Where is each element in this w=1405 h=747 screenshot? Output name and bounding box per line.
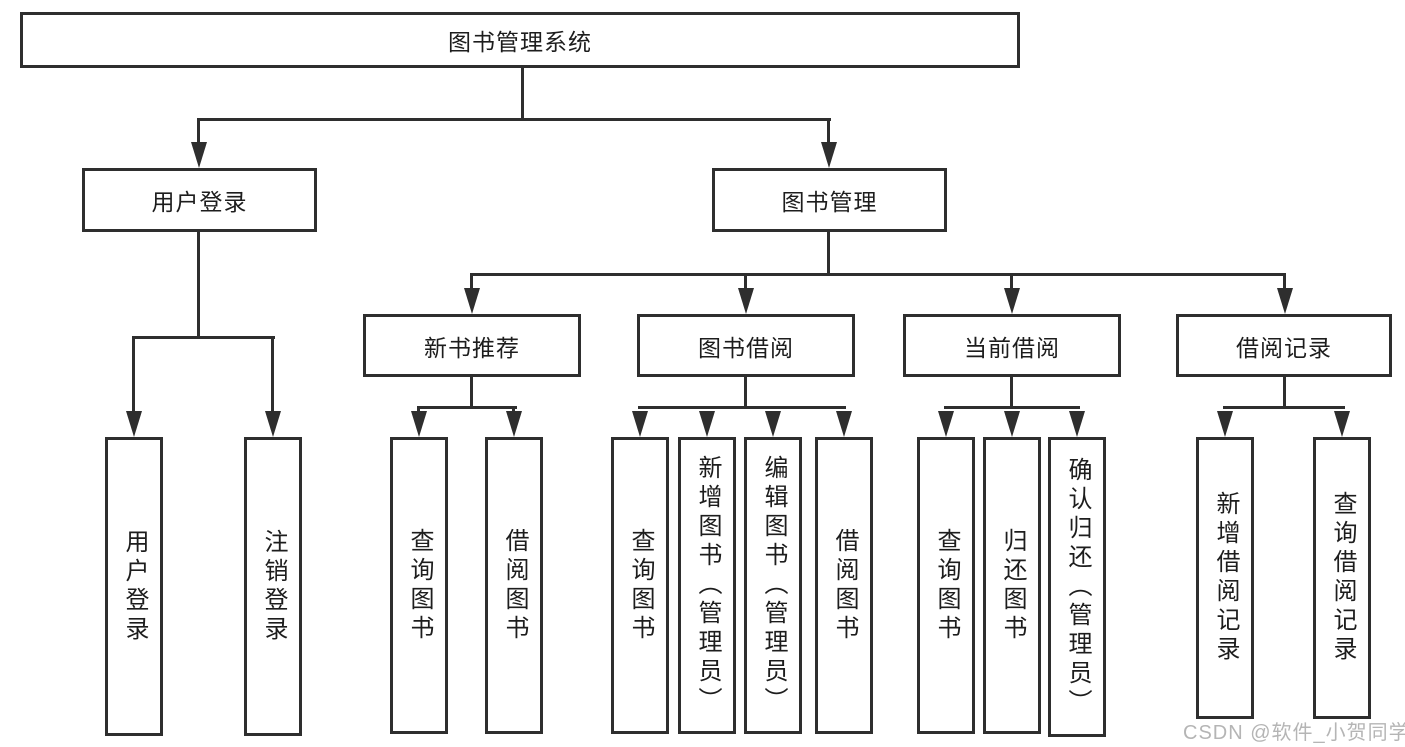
- arrow-down-icon: [1004, 288, 1020, 314]
- arrow-down-icon: [265, 411, 281, 437]
- node-current-borrow: 当前借阅: [903, 314, 1121, 377]
- connector-line: [197, 118, 200, 144]
- connector-line: [1010, 273, 1013, 290]
- csdn-watermark: CSDN @软件_小贺同学: [1183, 722, 1405, 744]
- leaf-label: 查询图书: [406, 527, 433, 644]
- connector-line: [944, 406, 1080, 409]
- connector-line: [1223, 406, 1345, 409]
- leaf-bb-query-book: 查询图书: [611, 437, 669, 734]
- leaf-bb-add-book-admin: 新增图书（管理员）: [678, 437, 736, 734]
- connector-line: [132, 336, 135, 413]
- arrow-down-icon: [1334, 411, 1350, 437]
- arrow-down-icon: [126, 411, 142, 437]
- connector-line: [197, 232, 200, 339]
- arrow-down-icon: [506, 411, 522, 437]
- leaf-label: 借阅图书: [831, 527, 858, 644]
- leaf-label: 新增图书（管理员）: [694, 455, 721, 716]
- leaf-label: 查询图书: [933, 527, 960, 644]
- leaf-label: 借阅图书: [501, 527, 528, 644]
- connector-line: [827, 232, 830, 276]
- arrow-down-icon: [836, 411, 852, 437]
- leaf-cb-confirm-return-admin: 确认归还（管理员）: [1048, 437, 1106, 737]
- node-book-management: 图书管理: [712, 168, 947, 232]
- connector-line: [827, 118, 830, 144]
- leaf-label: 新增借阅记录: [1212, 491, 1239, 665]
- leaf-br-add-record: 新增借阅记录: [1196, 437, 1254, 719]
- arrow-down-icon: [632, 411, 648, 437]
- arrow-down-icon: [938, 411, 954, 437]
- leaf-bb-borrow-book: 借阅图书: [815, 437, 873, 734]
- leaf-nb-query-book: 查询图书: [390, 437, 448, 734]
- connector-line: [271, 336, 274, 413]
- leaf-label: 查询图书: [627, 527, 654, 644]
- connector-line: [521, 68, 524, 121]
- leaf-user-login: 用户登录: [105, 437, 163, 736]
- connector-line: [470, 377, 473, 409]
- leaf-label: 确认归还（管理员）: [1064, 456, 1091, 718]
- node-user-login: 用户登录: [82, 168, 317, 232]
- node-book-borrow: 图书借阅: [637, 314, 855, 377]
- leaf-label: 查询借阅记录: [1329, 491, 1356, 665]
- node-borrow-records: 借阅记录: [1176, 314, 1392, 377]
- connector-line: [638, 406, 846, 409]
- arrow-down-icon: [738, 288, 754, 314]
- leaf-label: 用户登录: [121, 528, 148, 645]
- leaf-label: 归还图书: [999, 527, 1026, 644]
- connector-line: [470, 273, 473, 290]
- arrow-down-icon: [191, 142, 207, 168]
- leaf-cb-return-book: 归还图书: [983, 437, 1041, 734]
- connector-line: [1283, 273, 1286, 290]
- arrow-down-icon: [1277, 288, 1293, 314]
- connector-line: [744, 377, 747, 409]
- leaf-br-query-record: 查询借阅记录: [1313, 437, 1371, 719]
- arrow-down-icon: [699, 411, 715, 437]
- leaf-nb-borrow-book: 借阅图书: [485, 437, 543, 734]
- connector-line: [744, 273, 747, 290]
- connector-line: [198, 118, 831, 121]
- leaf-bb-edit-book-admin: 编辑图书（管理员）: [744, 437, 802, 734]
- node-root: 图书管理系统: [20, 12, 1020, 68]
- connector-line: [417, 406, 517, 409]
- arrow-down-icon: [1004, 411, 1020, 437]
- arrow-down-icon: [411, 411, 427, 437]
- arrow-down-icon: [1069, 411, 1085, 437]
- leaf-cb-query-book: 查询图书: [917, 437, 975, 734]
- leaf-logout: 注销登录: [244, 437, 302, 736]
- connector-line: [1283, 377, 1286, 409]
- connector-line: [417, 406, 420, 414]
- connector-line: [512, 406, 515, 414]
- connector-line: [470, 273, 1286, 276]
- arrow-down-icon: [765, 411, 781, 437]
- connector-line: [132, 336, 275, 339]
- connector-line: [1010, 377, 1013, 409]
- leaf-label: 编辑图书（管理员）: [760, 455, 787, 716]
- arrow-down-icon: [464, 288, 480, 314]
- leaf-label: 注销登录: [260, 528, 287, 645]
- arrow-down-icon: [821, 142, 837, 168]
- arrow-down-icon: [1217, 411, 1233, 437]
- node-new-book-recommend: 新书推荐: [363, 314, 581, 377]
